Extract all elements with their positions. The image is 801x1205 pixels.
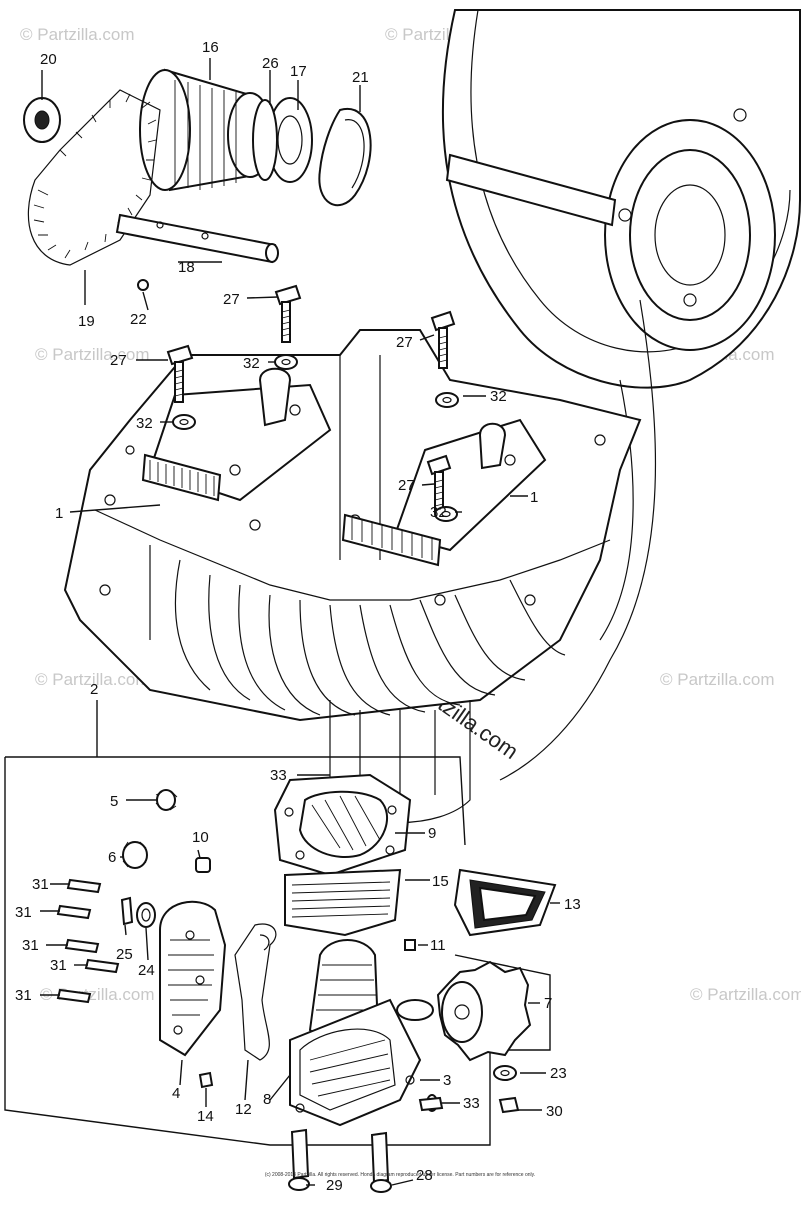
oil-pump (273, 773, 557, 1193)
bolt-27-right (430, 310, 456, 369)
callout-20: 20 (40, 51, 57, 68)
callout-32-right: 32 (490, 388, 507, 405)
callout-24: 24 (138, 962, 155, 979)
oil-strainer-right (341, 418, 547, 567)
callout-labels: 20 16 26 17 21 18 19 22 27 27 27 27 32 3… (15, 39, 581, 1194)
callout-31-e: 31 (15, 987, 32, 1004)
transmission-housing (441, 9, 801, 781)
callout-31-b: 31 (15, 904, 32, 921)
callout-29: 29 (326, 1177, 343, 1194)
callout-7: 7 (544, 995, 552, 1012)
callout-13: 13 (564, 896, 581, 913)
callout-27-top: 27 (223, 291, 240, 308)
callout-27-center: 27 (398, 477, 415, 494)
callout-32-left: 32 (136, 415, 153, 432)
callout-1-right: 1 (530, 489, 538, 506)
callout-31-c: 31 (22, 937, 39, 954)
pump-cover-and-small-parts (56, 789, 444, 1112)
watermark-text: © Partzilla.com (20, 25, 135, 44)
copyright-footer: (c) 2008-2013 Partzilla. All rights rese… (264, 1172, 536, 1178)
callout-23: 23 (550, 1065, 567, 1082)
crankcase (63, 329, 642, 823)
bolt-27-top (274, 284, 302, 343)
callout-17: 17 (290, 63, 307, 80)
watermark-text: © Partzilla.com (35, 670, 150, 689)
callout-12: 12 (235, 1101, 252, 1118)
callout-28: 28 (416, 1167, 433, 1184)
leader-lines (40, 58, 560, 1186)
callout-32-top: 32 (243, 355, 260, 372)
callout-33-top: 33 (270, 767, 287, 784)
assembly-2-bracket (4, 700, 551, 1146)
callout-25: 25 (116, 946, 133, 963)
callout-1-left: 1 (55, 505, 63, 522)
oil-pump-drive-assembly (23, 68, 372, 291)
watermark-text: © Partzilla.com (660, 670, 775, 689)
callout-3: 3 (443, 1072, 451, 1089)
bolt-27-center (426, 454, 452, 513)
callout-15: 15 (432, 873, 449, 890)
oil-strainer-left (141, 367, 332, 502)
callout-10: 10 (192, 829, 209, 846)
callout-31-d: 31 (50, 957, 67, 974)
callout-8: 8 (263, 1091, 271, 1108)
callout-31-a: 31 (32, 876, 49, 893)
callout-2: 2 (90, 681, 98, 698)
callout-27-right: 27 (396, 334, 413, 351)
watermark-text: © Partzilla.com (35, 345, 150, 364)
callout-30: 30 (546, 1103, 563, 1120)
watermark-text: © Partzilla.com (690, 985, 801, 1004)
bolt-27-left (166, 344, 194, 403)
callout-14: 14 (197, 1108, 214, 1125)
callout-4: 4 (172, 1085, 180, 1102)
callout-18: 18 (178, 259, 195, 276)
callout-26: 26 (262, 55, 279, 72)
callout-33-bottom: 33 (463, 1095, 480, 1112)
callout-32-center: 32 (430, 504, 447, 521)
callout-27-left: 27 (110, 352, 127, 369)
callout-21: 21 (352, 69, 369, 86)
callout-11: 11 (430, 937, 446, 954)
callout-5: 5 (110, 793, 118, 810)
callout-16: 16 (202, 39, 219, 56)
washers-32 (172, 354, 459, 522)
callout-6: 6 (108, 849, 116, 866)
callout-9: 9 (428, 825, 436, 842)
callout-22: 22 (130, 311, 147, 328)
callout-19: 19 (78, 313, 95, 330)
